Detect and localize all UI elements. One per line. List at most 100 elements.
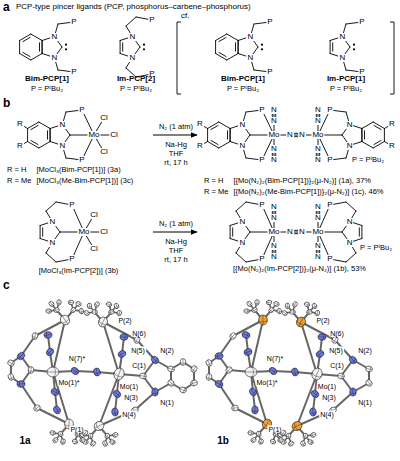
thermal-ellipsoid [295, 316, 307, 329]
thermal-ellipsoid [108, 309, 115, 315]
bond-line [318, 246, 319, 257]
thermal-ellipsoid [304, 301, 311, 307]
atom-label: N [51, 33, 59, 41]
bond-line [23, 37, 30, 41]
thermal-ellipsoid [309, 407, 317, 416]
compound-block: R = H[{Mo(N₂)₂(Bim-PCP[1])}₂(μ-N₂)] (1a)… [200, 96, 397, 197]
bond-line [136, 74, 152, 77]
thermal-ellipsoid [280, 429, 287, 436]
bond-line [290, 232, 302, 233]
thermal-ellipsoid [111, 407, 119, 416]
bond-line [62, 146, 66, 159]
bond-line [39, 43, 40, 51]
atom-label: N [270, 156, 278, 164]
bond-line [126, 68, 136, 77]
bond-line [318, 121, 319, 135]
condition-text: rt, 17 h [164, 256, 187, 264]
thermal-ellipsoid [314, 310, 320, 317]
thermal-ellipsoid [229, 332, 238, 341]
bond-line [46, 211, 52, 222]
bond-line [318, 110, 330, 135]
bond-line [46, 202, 56, 211]
atom-label: P [326, 156, 333, 164]
thermal-ellipsoid [277, 437, 283, 443]
thermal-ellipsoid [318, 333, 327, 340]
atom-label: P [70, 18, 77, 26]
bond-line [20, 142, 28, 147]
ortep-label: N(1) [159, 399, 175, 406]
atom-label: N [51, 54, 59, 62]
thermal-ellipsoid [214, 352, 223, 360]
atom-label: N [346, 142, 354, 150]
bond-line [350, 239, 362, 243]
bond-line [350, 142, 362, 146]
bond-line [132, 37, 140, 48]
bond-line [272, 246, 273, 257]
bond-line [318, 110, 319, 121]
bond-line [120, 37, 132, 41]
bond-line [219, 384, 235, 408]
reaction-arrow [153, 232, 197, 233]
compound-block: [MoCl₃(Im-PCP[2])] (3b) [3, 196, 152, 275]
atom-label: P [258, 255, 265, 263]
bond-line [242, 112, 246, 125]
atom-label: N [339, 54, 347, 62]
bond-line [50, 129, 51, 142]
bond-line [272, 149, 273, 160]
atom-label: N [247, 54, 255, 62]
ortep-label: N(5) [328, 347, 344, 354]
ortep-label: N(6) [329, 330, 345, 337]
bond-line [346, 146, 350, 159]
bond-line [230, 129, 231, 142]
atom-label: P [326, 106, 333, 114]
note-text: P = PᵗBu₂ [31, 85, 63, 93]
bond-line [262, 135, 274, 160]
thermal-ellipsoid [256, 431, 262, 438]
compound-block: [{Mo(N₂)₂(Im-PCP[2])}₂(μ-N₂)] (1b), 53% [200, 196, 397, 273]
thermal-ellipsoid [7, 373, 15, 381]
thermal-ellipsoid [290, 310, 296, 314]
thermal-ellipsoid [286, 433, 291, 439]
note-text: P = PᵗBu₂ [360, 244, 392, 252]
bond-line [236, 243, 242, 254]
condition-text: THF [169, 247, 184, 255]
bond-line [31, 125, 38, 129]
atom-label: N [270, 117, 278, 125]
bond-line [238, 41, 239, 54]
atom-label: P [78, 156, 85, 164]
bond-line [330, 158, 346, 160]
bond-line [227, 54, 238, 61]
thermal-ellipsoid [72, 438, 79, 444]
bond-line [120, 54, 132, 58]
thermal-ellipsoid [250, 437, 257, 444]
atom-label: R [196, 142, 204, 150]
bond-line [342, 232, 350, 243]
condition-text: N₂ (1 atm) [159, 220, 193, 228]
thermal-ellipsoid [252, 406, 259, 414]
note-text: cf. [181, 12, 189, 20]
atom-label: P [68, 201, 75, 209]
bond-line [330, 202, 346, 205]
bond-line [135, 392, 155, 410]
bond-line [246, 202, 262, 205]
bond-line [20, 34, 31, 41]
thermal-ellipsoid [48, 300, 55, 307]
thermal-ellipsoid [93, 420, 106, 432]
ortep-label: P(2) [117, 317, 132, 324]
thermal-ellipsoid [190, 379, 198, 386]
bond-line [318, 135, 319, 149]
atom-label: N [339, 33, 347, 41]
bond-line [251, 320, 263, 372]
thermal-ellipsoid [109, 439, 116, 445]
bond-line [54, 24, 58, 37]
bond-line [342, 135, 350, 146]
thermal-ellipsoid [68, 300, 74, 305]
bond-line [346, 70, 362, 72]
bond-line [319, 110, 320, 121]
thermal-ellipsoid [70, 307, 77, 314]
bond-line [290, 133, 302, 134]
bond-line [290, 135, 302, 136]
bond-line [342, 37, 350, 48]
bond-line [52, 222, 60, 233]
atom-label: P [358, 68, 365, 76]
